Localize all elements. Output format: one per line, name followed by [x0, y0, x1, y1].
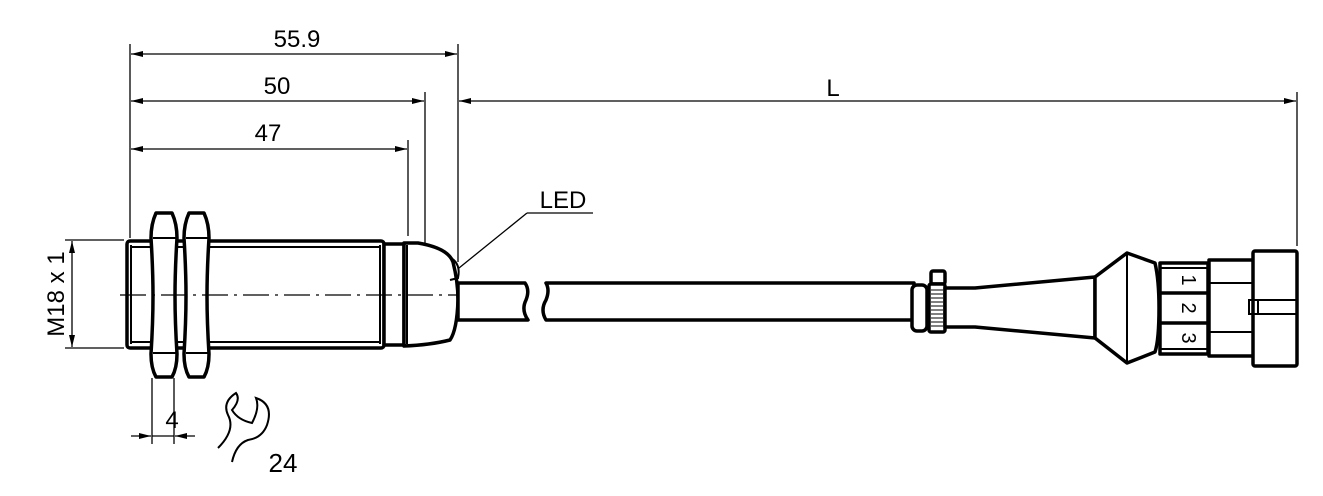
dimension-label: 47 — [255, 120, 282, 147]
dimension-nut: 4 — [131, 378, 195, 444]
extension-lines — [129, 44, 1298, 262]
pin-label: 3 — [1177, 332, 1199, 343]
dimension-47: 47 — [131, 120, 407, 152]
pin-label: 1 — [1177, 274, 1199, 285]
lock-nut — [182, 211, 211, 379]
m8-connector: 1 2 3 — [910, 249, 1299, 368]
dimension-label: M18 x 1 — [43, 251, 70, 336]
led-callout: LED — [458, 187, 593, 269]
dimension-label: 4 — [165, 407, 178, 434]
wrench-size-label: 24 — [269, 448, 298, 478]
dimension-label: L — [826, 75, 839, 102]
dimension-50: 50 — [131, 73, 424, 104]
dimension-thread: M18 x 1 — [43, 239, 124, 349]
dimension-cable-length: L — [459, 75, 1296, 104]
wrench-icon: 24 — [217, 391, 298, 478]
cable — [456, 281, 916, 322]
led-label: LED — [540, 187, 587, 214]
dimension-label: 50 — [264, 73, 291, 100]
pin-label: 2 — [1177, 302, 1199, 313]
dimension-label: 55.9 — [274, 26, 321, 53]
dimension-55-9: 55.9 — [131, 26, 457, 57]
